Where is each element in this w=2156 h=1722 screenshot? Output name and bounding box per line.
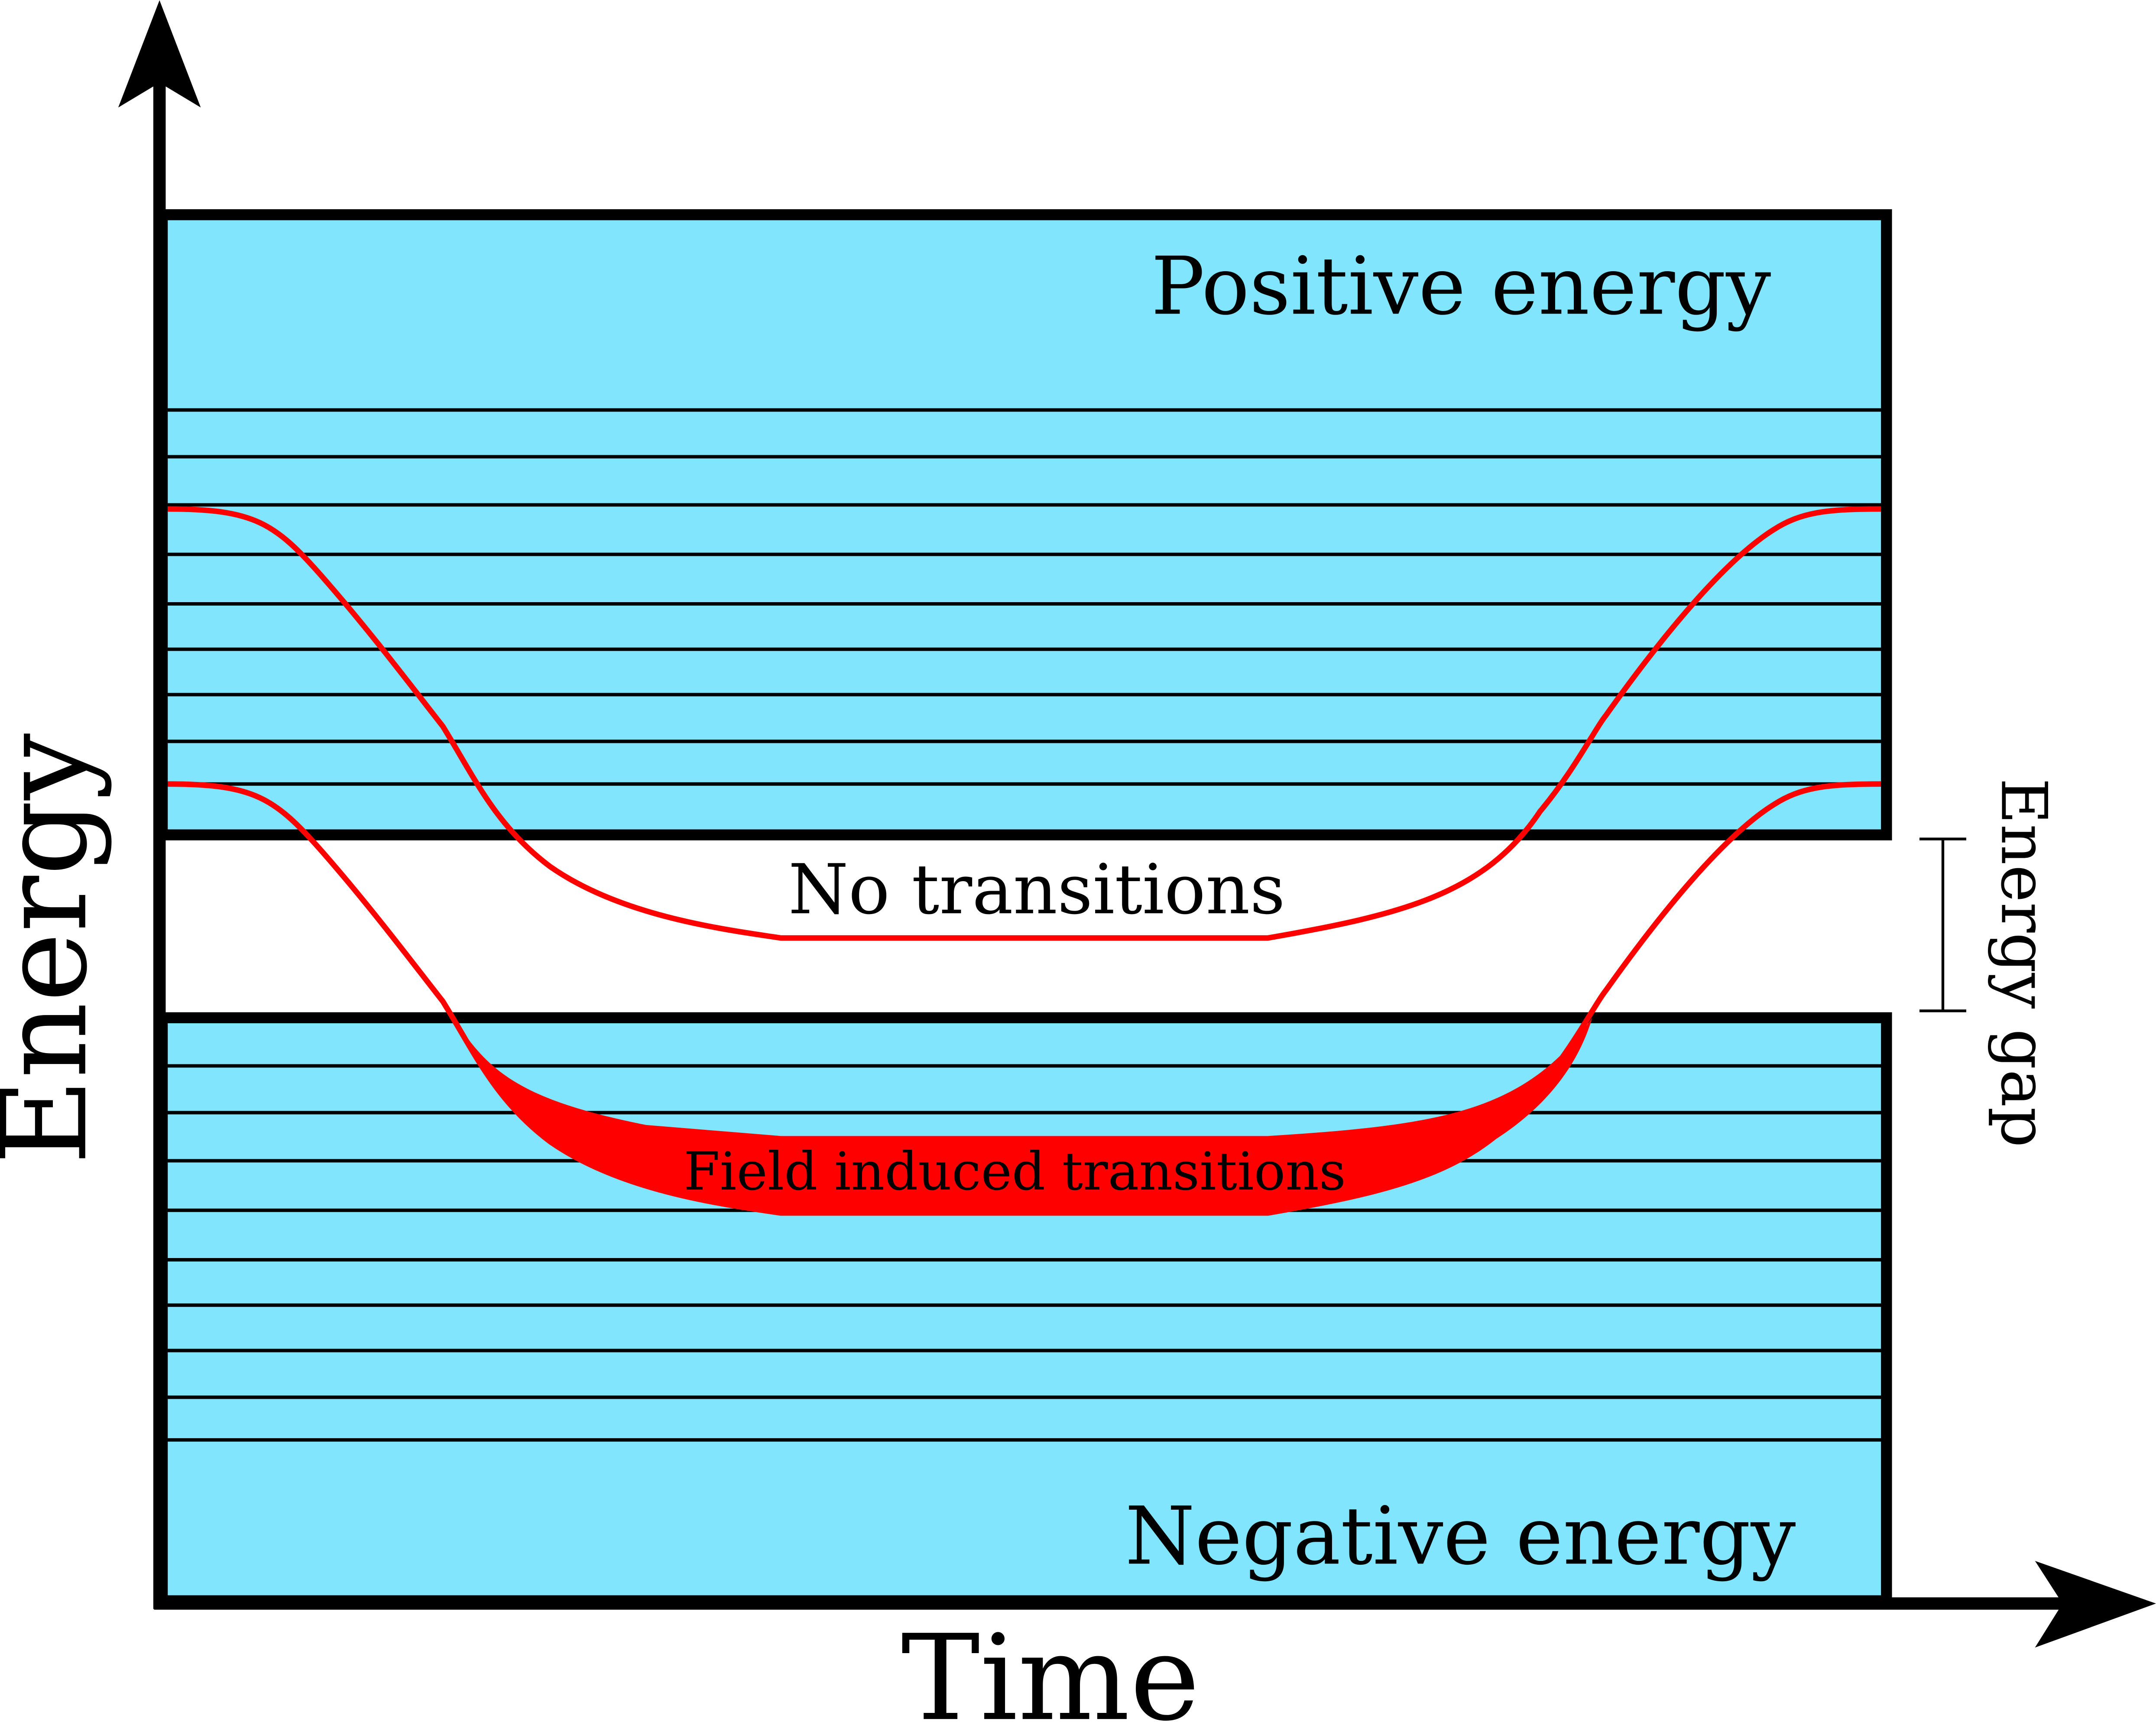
positive-energy-band [156, 209, 1892, 840]
positive-energy-label: Positive energy [1151, 240, 1771, 333]
field-transition-curve [168, 781, 1881, 1216]
negative-energy-label: Negative energy [1125, 1490, 1796, 1583]
energy-gap-label: Energy gap [1987, 778, 2061, 1148]
x-axis-arrowhead [2035, 1561, 2156, 1648]
y-axis-arrowhead [118, 0, 201, 108]
field-induced-transitions-label: Field induced transitions [684, 1142, 1346, 1202]
energy-gap-bracket [1919, 837, 1966, 1012]
transition-region [454, 1018, 1592, 1213]
no-transition-curve [168, 506, 1881, 941]
no-transitions-label: No transitions [788, 850, 1285, 930]
x-axis-label: Time [901, 1610, 1200, 1722]
y-axis-label: Energy [0, 733, 113, 1165]
positive-energy-levels [165, 408, 1884, 786]
